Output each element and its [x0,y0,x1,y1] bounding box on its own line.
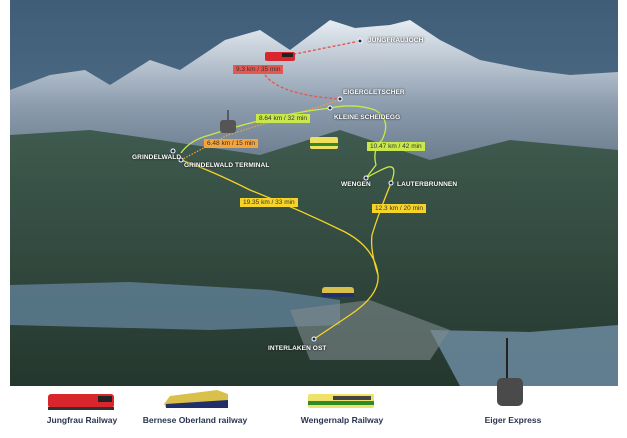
green-yellow-train-icon [310,137,338,149]
legend-eiger-express: Eiger Express [484,415,542,425]
segment-jungfrau: 9.3 km / 35 min [233,65,284,74]
label-jungfraujoch: JUNGFRAUJOCH [368,37,424,44]
segment-bob-grindelwald: 19.35 km / 33 min [240,198,298,207]
gondola-icon [497,338,523,406]
station-dot[interactable] [170,148,176,154]
legend-wengernalp-railway: Wengernalp Railway [300,415,384,425]
lake-thun [10,282,340,330]
legend-bernese-oberland-railway: Bernese Oberland railway [142,415,248,425]
lake-brienz [430,325,618,386]
station-dot[interactable] [388,180,394,186]
label-wengen: WENGEN [341,181,371,188]
red-train-icon [265,52,295,61]
label-grindelwald: GRINDELWALD [132,154,182,161]
blue-yellow-train-icon [164,390,228,408]
station-dot[interactable] [357,38,363,44]
label-eigergletscher: EIGERGLETSCHER [343,89,405,96]
station-dot[interactable] [327,105,333,111]
label-interlaken-ost: INTERLAKEN OST [268,345,327,352]
station-dot[interactable] [178,157,184,163]
gondola-icon [220,110,236,133]
legend-jungfrau-railway: Jungfrau Railway [46,415,118,425]
bernese-oberland-route [180,159,392,340]
segment-wab-lower: 10.47 km / 42 min [367,142,425,151]
blue-yellow-train-icon [322,287,354,297]
segment-bob-lauterbrunnen: 12.3 km / 20 min [372,204,427,213]
red-train-icon [48,394,114,410]
station-dot[interactable] [337,96,343,102]
segment-eiger-express: 6.48 km / 15 min [204,139,259,148]
jungfrau-route [264,40,361,100]
label-kleine-scheidegg: KLEINE SCHEIDEGG [334,114,401,121]
station-dot[interactable] [311,336,317,342]
label-lauterbrunnen: LAUTERBRUNNEN [397,181,458,188]
interlaken-town [290,300,450,360]
alpine-map [10,0,618,386]
green-yellow-train-icon [308,394,374,408]
label-grindelwald-terminal: GRINDELWALD TERMINAL [184,162,270,169]
segment-wab-upper: 8.64 km / 32 min [256,114,311,123]
station-dot[interactable] [363,175,369,181]
